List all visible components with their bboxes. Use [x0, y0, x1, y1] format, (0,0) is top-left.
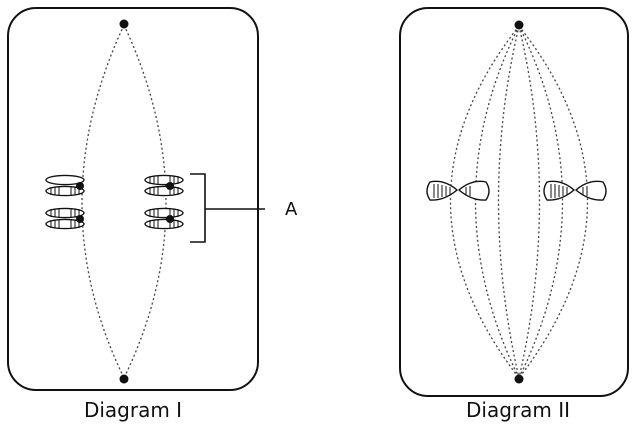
diagram-2 — [399, 7, 629, 397]
centriole-top-2 — [514, 20, 524, 30]
centriole-bottom-2 — [514, 374, 524, 384]
chromosome-left-2 — [426, 180, 490, 201]
cell-membrane-2 — [399, 7, 629, 397]
diagram-2-caption: Diagram II — [465, 398, 571, 422]
bracket-a — [190, 173, 206, 243]
centriole-top-1 — [119, 19, 129, 29]
label-a: A — [285, 199, 298, 220]
cell-membrane-1 — [7, 7, 259, 391]
chromosome-pair-right — [144, 174, 184, 230]
spindle-fibres-2 — [450, 25, 588, 379]
chromosome-pair-left — [45, 174, 85, 230]
diagram-1 — [7, 7, 265, 391]
spindle-fibres-1 — [81, 24, 167, 379]
chromosome-right-2 — [543, 180, 607, 201]
diagram-1-caption: Diagram I — [83, 398, 183, 422]
centriole-bottom-1 — [119, 374, 129, 384]
